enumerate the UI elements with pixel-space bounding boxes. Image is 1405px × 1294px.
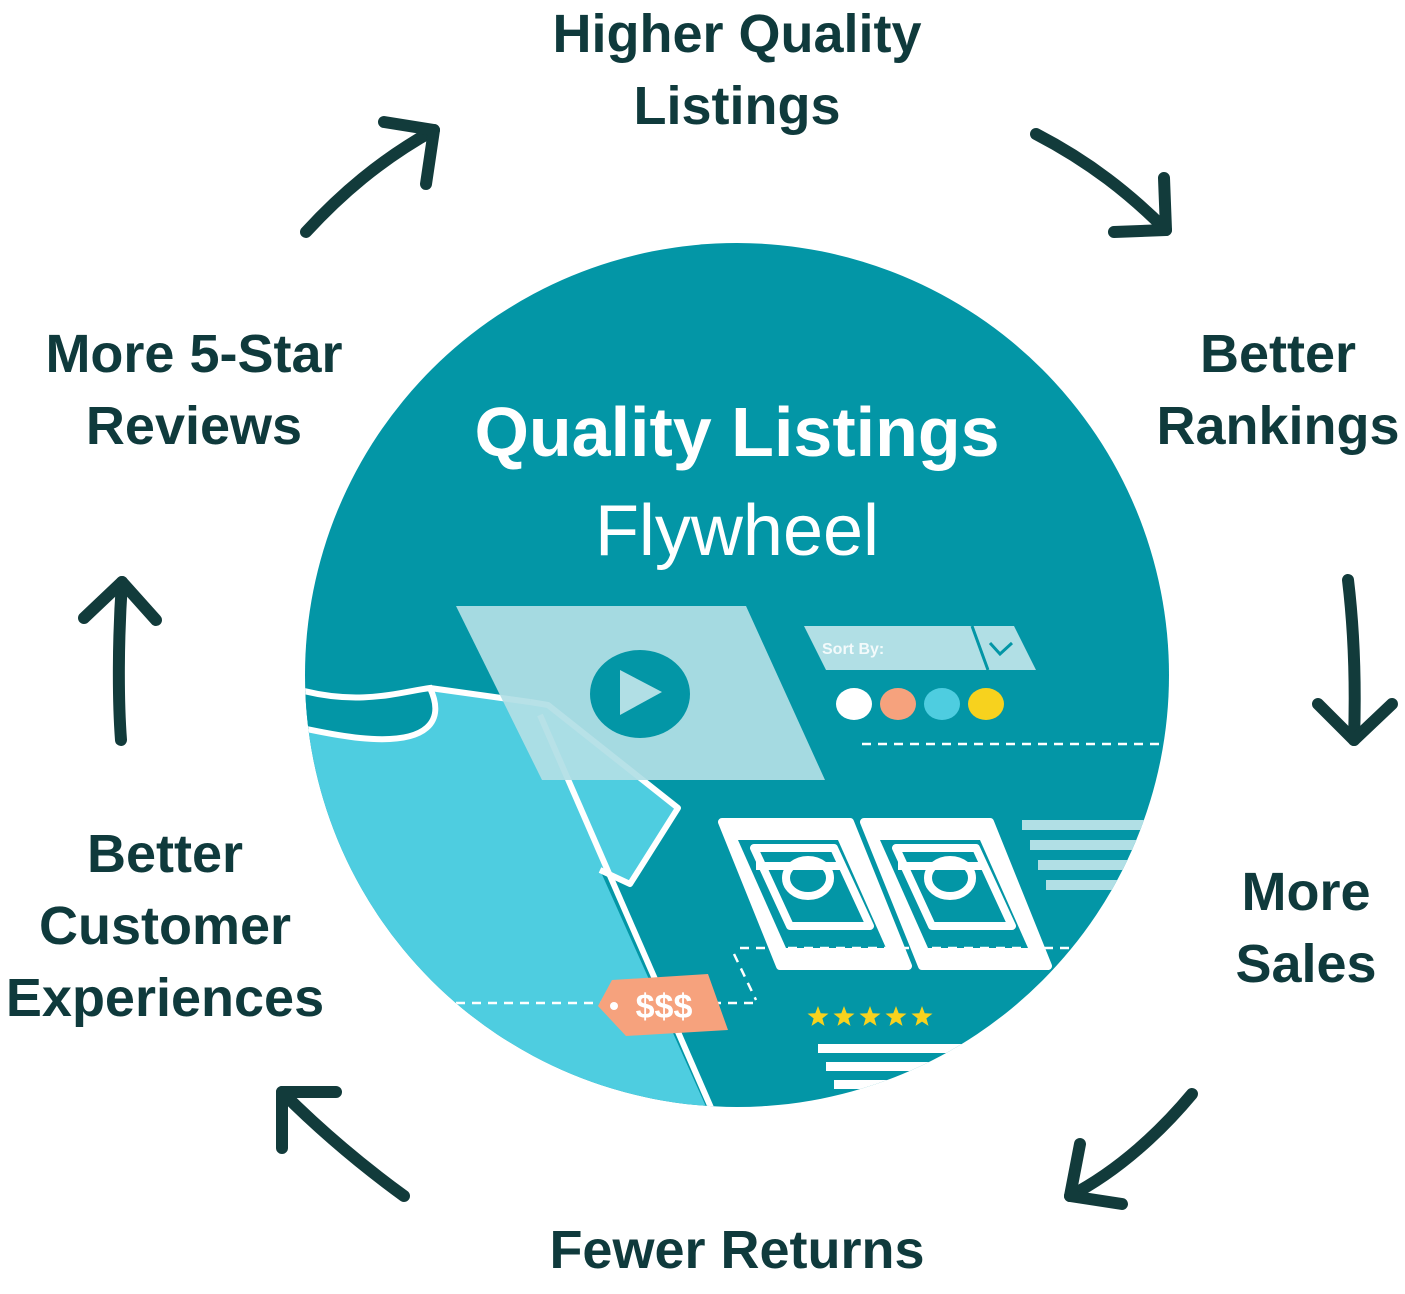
step-fewer-returns: Fewer Returns <box>549 1220 925 1280</box>
price-tag-label: $$$ <box>636 988 693 1026</box>
swatch-yellow <box>968 688 1004 720</box>
text-lines <box>1022 820 1169 890</box>
star-icon <box>885 1006 907 1026</box>
arrow-reviews-to-listings <box>300 124 440 238</box>
swatch-cyan <box>924 688 960 720</box>
star-icon <box>859 1006 881 1026</box>
cycle-arrows <box>78 116 1398 1210</box>
arrow-returns-to-experiences <box>276 1086 410 1202</box>
arrow-listings-to-rankings <box>1030 128 1172 236</box>
arrow-rankings-to-sales <box>1342 574 1361 746</box>
review-lines <box>818 1044 978 1089</box>
step-higher-quality-listings: Higher Quality Listings <box>552 4 922 136</box>
step-more-5-star-reviews: More 5-Star Reviews <box>45 324 343 456</box>
swatch-orange <box>880 688 916 720</box>
star-icon <box>807 1006 829 1026</box>
listing-illustration: Sort By: <box>305 606 1169 1107</box>
play-icon <box>620 670 662 715</box>
price-tag <box>598 974 728 1036</box>
center-title: Quality Listings <box>474 393 1000 471</box>
chevron-down-icon <box>988 641 1014 657</box>
center-subtitle: Flywheel <box>594 491 880 571</box>
step-better-customer-experiences: Better Customer Experiences <box>5 824 325 1028</box>
sort-label: Sort By: <box>822 641 884 658</box>
star-icon <box>911 1006 933 1026</box>
sort-dropdown <box>804 626 1036 670</box>
arrow-sales-to-returns <box>1064 1088 1198 1202</box>
swatch-white <box>836 688 872 720</box>
arrow-experiences-to-reviews <box>112 576 128 746</box>
step-more-sales: More Sales <box>1235 862 1377 994</box>
step-better-rankings: Better Rankings <box>1156 324 1400 456</box>
star-rating <box>807 1006 933 1026</box>
product-card <box>860 818 1052 970</box>
product-card <box>718 818 912 970</box>
star-icon <box>833 1006 855 1026</box>
